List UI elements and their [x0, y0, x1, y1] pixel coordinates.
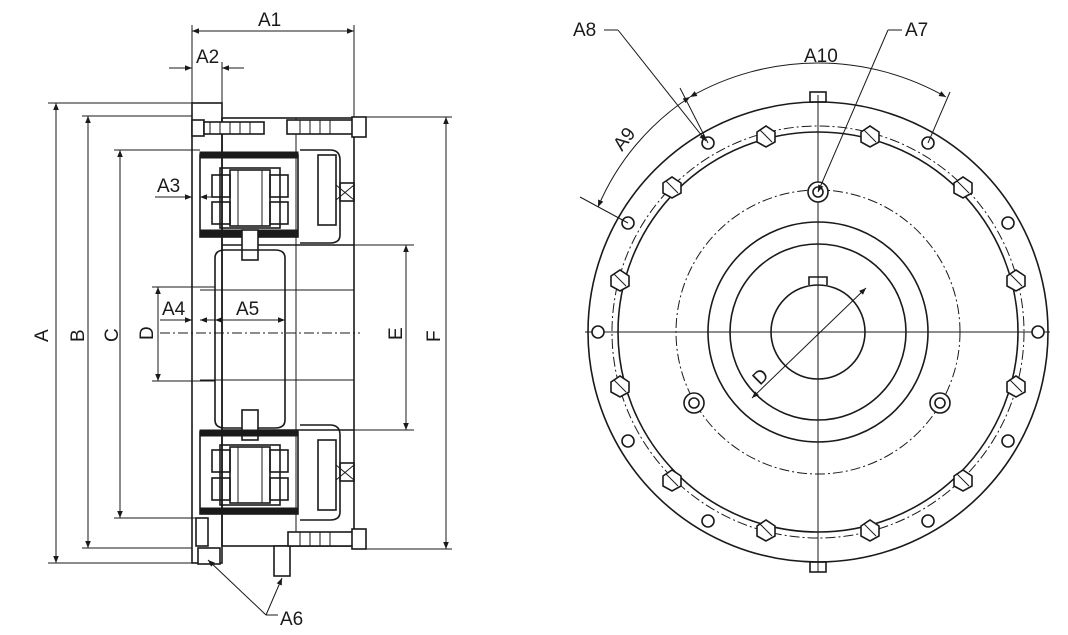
dim-label-a: A	[32, 329, 53, 342]
outer-holes	[591, 136, 1045, 528]
dim-label-a6: A6	[280, 609, 303, 630]
dim-label-b: B	[68, 329, 89, 342]
dim-label-d: D	[137, 326, 158, 340]
dim-label-c: C	[102, 328, 123, 342]
dim-label-a3: A3	[157, 176, 180, 197]
dim-label-d-front: D	[749, 365, 774, 390]
dim-label-e: E	[386, 327, 407, 340]
dim-label-a2: A2	[196, 47, 219, 68]
dim-label-a7: A7	[905, 20, 928, 41]
dim-label-a8: A8	[573, 20, 596, 41]
bottom-bolts	[195, 517, 367, 577]
dim-label-a4: A4	[162, 299, 186, 320]
dim-label-f: F	[424, 330, 445, 342]
side-section-view: A1 A2 A B C D A3 A4	[32, 10, 452, 630]
front-view: A7 A8 A9 A10 D	[573, 20, 1050, 573]
upper-outer-ring	[300, 149, 355, 244]
dim-label-a1: A1	[258, 10, 281, 31]
dim-label-a10: A10	[804, 46, 838, 67]
lower-roller-cage	[199, 409, 299, 515]
hub	[200, 249, 354, 429]
top-bolt	[191, 116, 367, 138]
dim-label-a5: A5	[236, 299, 259, 320]
lower-outer-ring	[300, 424, 355, 521]
dim-label-a9: A9	[609, 124, 640, 155]
upper-roller-cage	[199, 151, 299, 261]
